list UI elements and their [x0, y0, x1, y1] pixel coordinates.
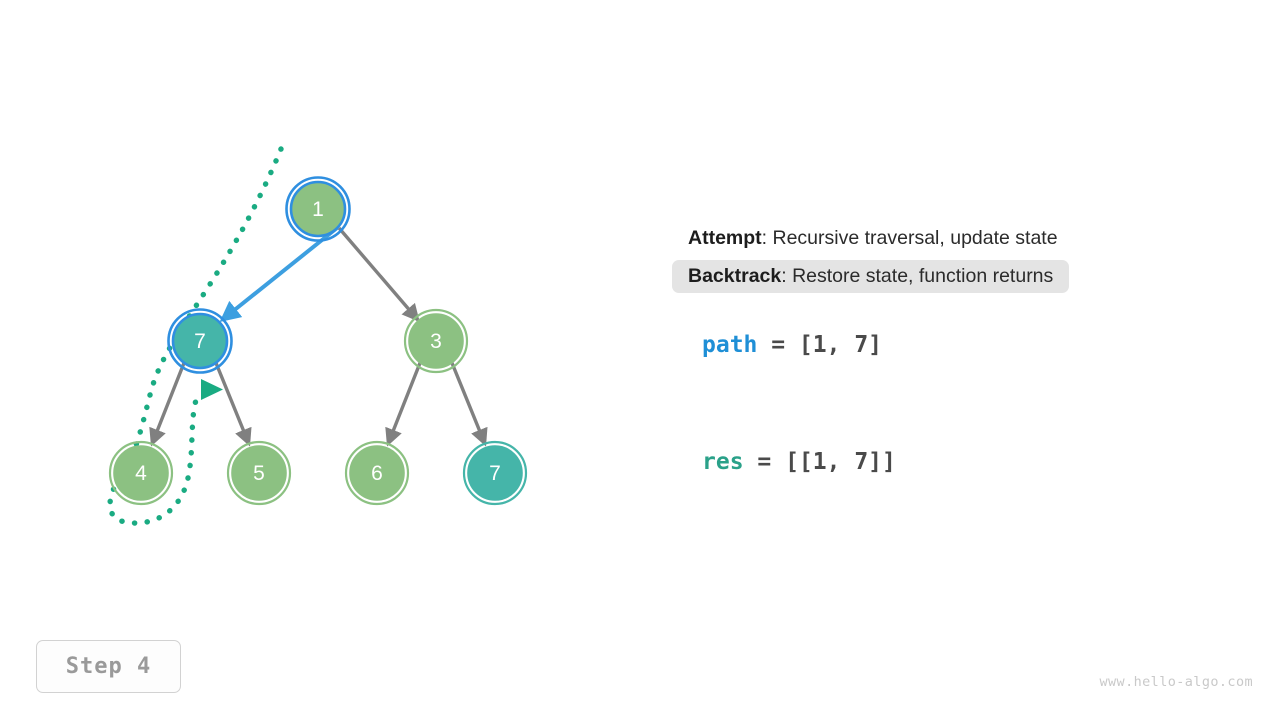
tree-node-4-label: 4	[135, 462, 147, 485]
step-badge-label: Step 4	[65, 654, 152, 679]
tree-nodes: 1 7 3 4 5	[108, 176, 528, 506]
legend-backtrack-label: Backtrack	[688, 265, 782, 288]
state-expr-res: = [[1, 7]]	[743, 449, 896, 475]
state-spacer	[702, 362, 1222, 445]
edge-1-to-3	[337, 226, 420, 323]
edge-3-to-6	[385, 362, 422, 447]
tree-node-5-label: 5	[253, 462, 265, 485]
state-expr-path: = [1, 7]	[757, 332, 883, 358]
state-var-res: res	[702, 449, 744, 475]
tree-node-1[interactable]: 1	[285, 176, 351, 242]
tree-node-7-right-label: 7	[489, 462, 501, 485]
edge-7-to-5	[214, 362, 252, 447]
step-badge: Step 4	[36, 640, 181, 693]
tree-node-6[interactable]: 6	[344, 440, 410, 506]
legend-attempt-text: : Recursive traversal, update state	[761, 227, 1058, 249]
tree-node-3-label: 3	[430, 330, 442, 353]
legend-backtrack-text: : Restore state, function returns	[781, 265, 1054, 288]
state-line-res: res = [[1, 7]]	[702, 445, 1222, 479]
legend-panel: Attempt: Recursive traversal, update sta…	[672, 222, 1208, 299]
tree-node-5[interactable]: 5	[226, 440, 292, 506]
tree-node-7-left[interactable]: 7	[167, 308, 233, 374]
tree-node-4[interactable]: 4	[108, 440, 174, 506]
watermark: www.hello-algo.com	[1099, 674, 1253, 690]
edge-7-to-4	[149, 362, 186, 447]
legend-row-attempt: Attempt: Recursive traversal, update sta…	[672, 222, 1074, 254]
binary-tree-diagram: 1 7 3 4 5	[107, 146, 528, 526]
state-var-path: path	[702, 332, 758, 358]
tree-node-7-right[interactable]: 7	[462, 440, 528, 506]
legend-row-backtrack: Backtrack: Restore state, function retur…	[672, 260, 1070, 293]
tree-node-7-left-label: 7	[194, 330, 206, 353]
backtrack-position-marker	[201, 379, 223, 400]
tree-node-1-label: 1	[312, 198, 324, 221]
state-panel: path = [1, 7] res = [[1, 7]]	[702, 328, 1222, 479]
edge-1-to-7-left	[219, 226, 339, 322]
tree-node-3[interactable]: 3	[403, 308, 469, 374]
edge-3-to-7-right	[450, 362, 488, 447]
tree-node-6-label: 6	[371, 462, 383, 485]
tree-edges	[149, 226, 488, 447]
legend-attempt-label: Attempt	[688, 227, 762, 249]
state-line-path: path = [1, 7]	[702, 328, 1222, 362]
